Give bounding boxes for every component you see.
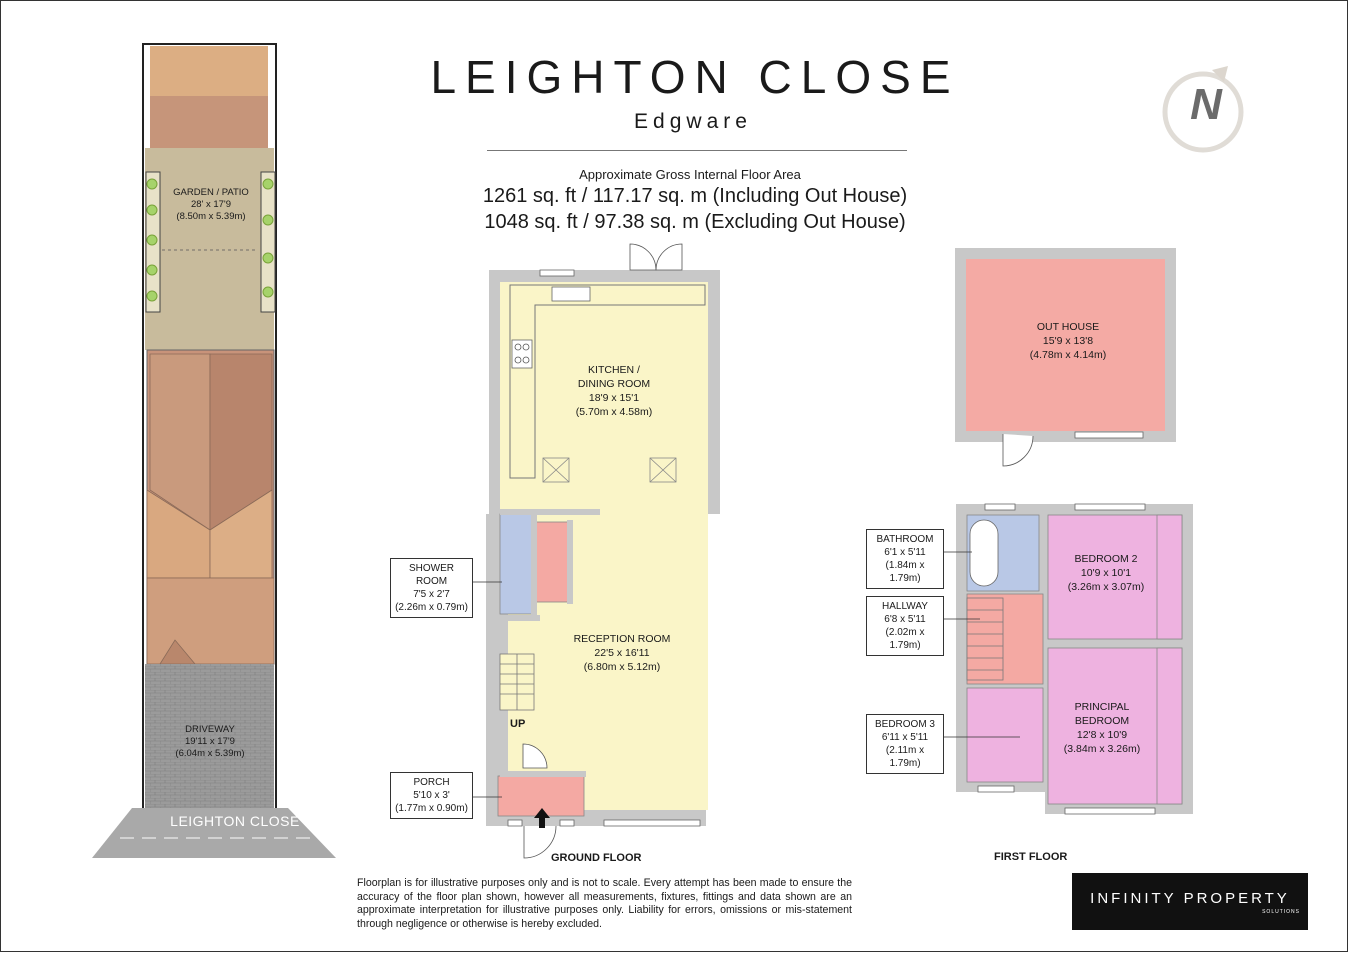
ground-stairs [499,653,535,711]
title-divider [487,150,907,151]
driveway-area [145,664,274,809]
sink-icon [551,286,591,302]
site-plan [92,43,336,858]
entrance-arrow [534,808,550,828]
shower-room-fill [499,513,535,615]
compass-letter: N [1190,80,1222,129]
brand-logo: INFINITY PROPERTY SOLUTIONS [1072,873,1308,930]
compass-icon [1162,66,1244,153]
disclaimer: Floorplan is for illustrative purposes o… [357,877,852,930]
shrubs [146,178,274,302]
hob-icon [511,339,533,369]
first-floor-label: FIRST FLOOR [994,851,1068,863]
page-title: LEIGHTON CLOSE [430,51,960,103]
area-label: Approximate Gross Internal Floor Area [579,167,801,182]
internal-walls [500,509,600,777]
page-subtitle: Edgware [634,110,752,133]
logo-subtext: SOLUTIONS [1262,909,1300,915]
skylights [542,457,677,483]
garden-patio-area [145,148,274,350]
street-polygon [92,808,336,858]
outhouse-roof-bottom [150,96,268,148]
ground-floor-plan [486,243,720,859]
ground-cupboard-fill [535,521,569,603]
ground-floor-label: GROUND FLOOR [551,852,642,864]
bedroom3-fill [966,687,1044,783]
area-excluding: 1048 sq. ft / 97.38 sq. m (Excluding Out… [484,211,906,233]
area-including: 1261 sq. ft / 117.17 sq. m (Including Ou… [482,185,908,207]
french-doors [629,243,683,271]
first-floor-plan [956,503,1193,815]
out-house-plan [955,248,1176,467]
kitchen-label: KITCHEN /DINING ROOM 18'9 x 15'1(5.70m x… [575,364,653,418]
logo-text: INFINITY PROPERTY [1090,890,1290,907]
stairs-up-label: UP [510,718,526,730]
planter-right [260,171,276,313]
outhouse-roof-top [150,46,268,96]
street-name: LEIGHTON CLOSE [170,813,300,829]
